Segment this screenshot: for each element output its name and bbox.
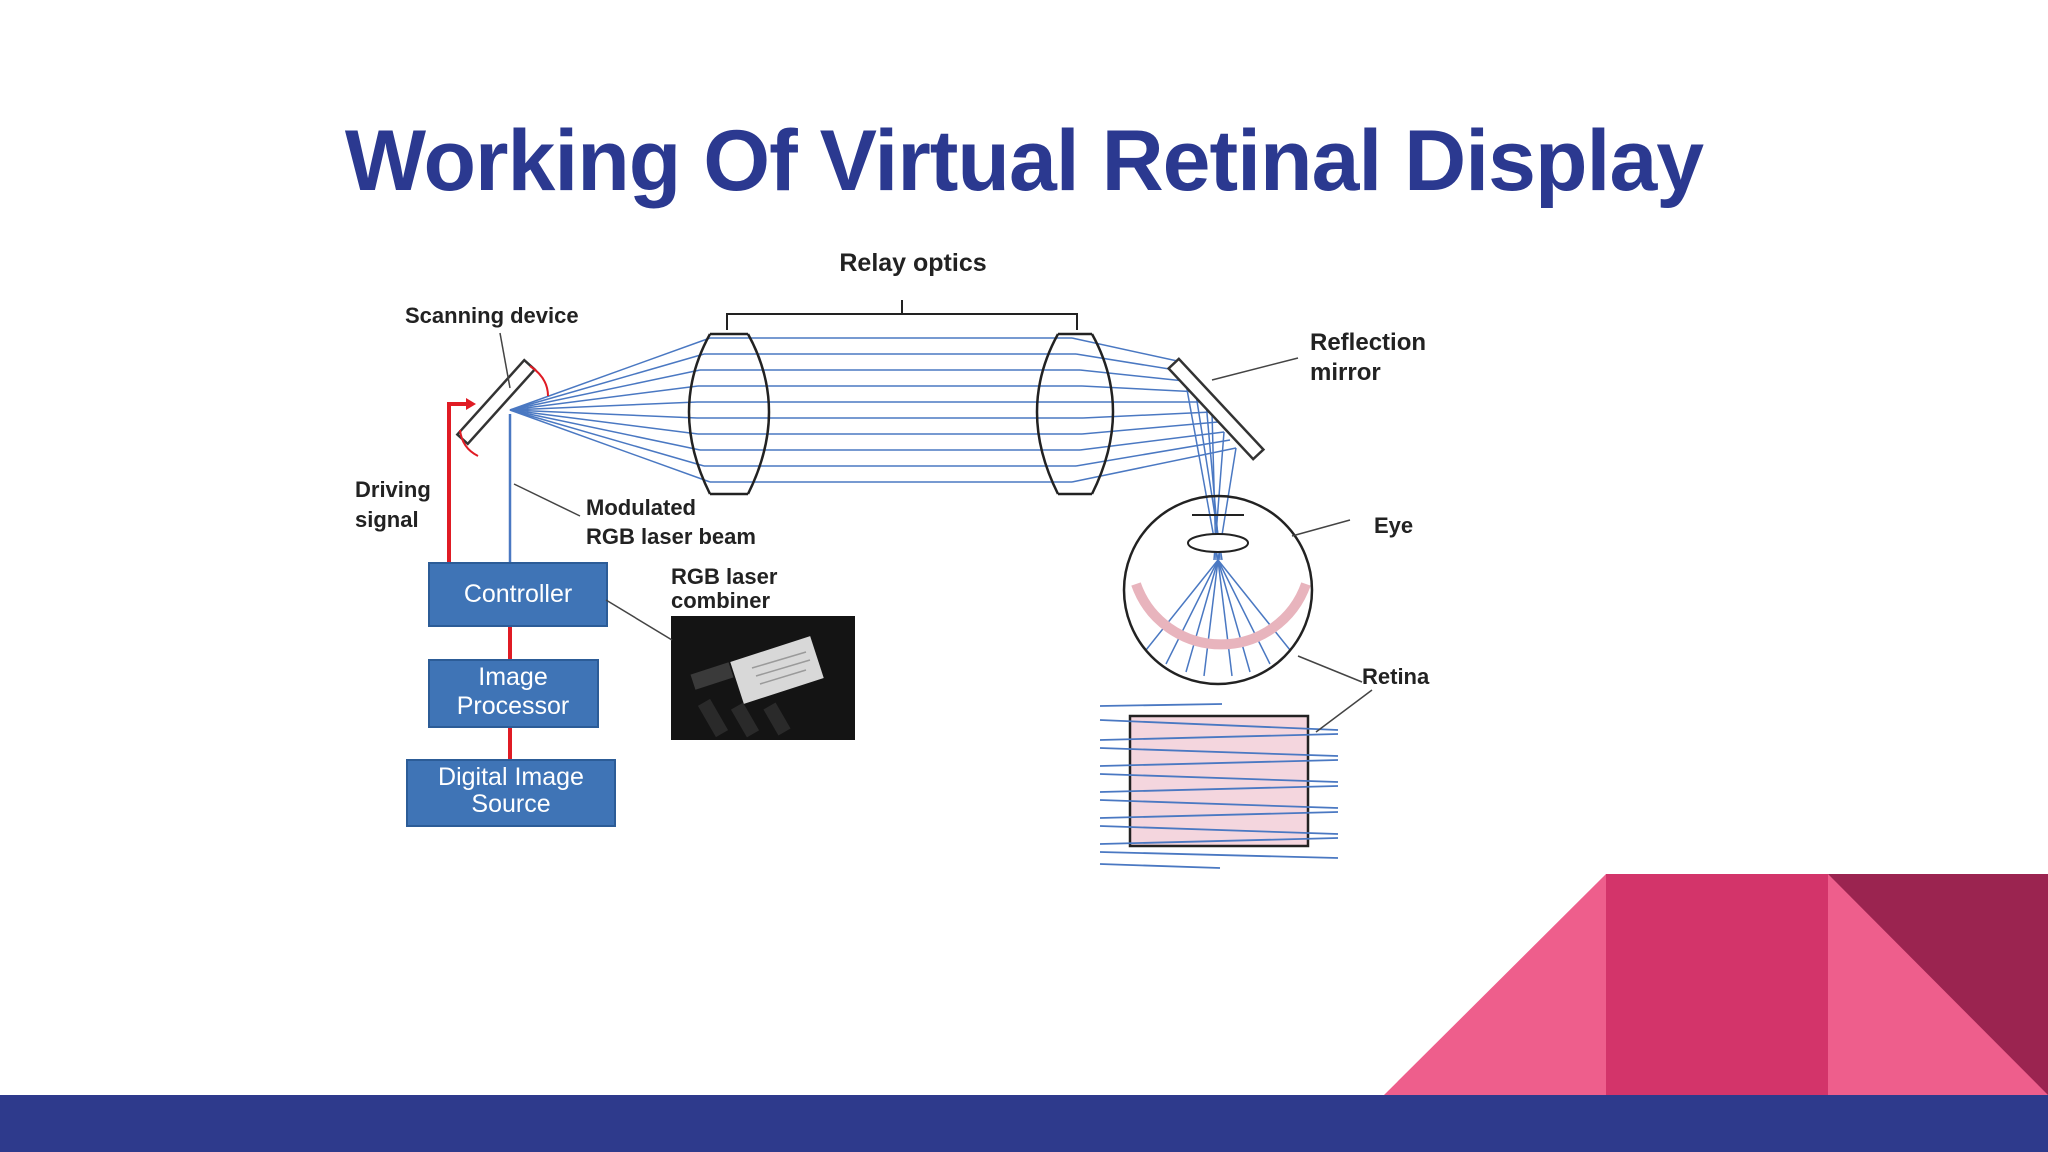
image-processor-box	[428, 659, 599, 728]
driving-signal-label-2: signal	[355, 507, 419, 532]
slide-title: Working Of Virtual Retinal Display	[344, 113, 1704, 209]
controller-label: Controller	[464, 580, 572, 608]
rgb-combiner-label-1: RGB laser	[671, 564, 778, 589]
reflection-mirror-label-2: mirror	[1310, 359, 1381, 386]
image-processor-label-1: Image	[478, 663, 547, 691]
scanning-device-label: Scanning device	[405, 303, 579, 328]
digital-source-label-1: Digital Image	[438, 763, 584, 791]
eye-graphic	[1122, 494, 1314, 686]
callout-lines	[499, 332, 1373, 733]
digital-source-label-2: Source	[471, 790, 550, 818]
signal-arrowhead	[466, 398, 476, 410]
relay-lens-right	[1035, 332, 1115, 496]
modulated-beam-label-1: Modulated	[586, 495, 696, 520]
deco-middle-block	[1606, 874, 1828, 1095]
driving-signal-label-1: Driving	[355, 477, 431, 502]
beam-fan-to-lens	[509, 337, 711, 483]
modulated-beam-label-2: RGB laser beam	[586, 524, 756, 549]
digital-source-box	[406, 759, 616, 827]
deco-right-triangle	[1828, 874, 2048, 1095]
retina-label: Retina	[1362, 664, 1430, 689]
reflection-mirror-label-1: Reflection	[1310, 329, 1426, 356]
image-processor-label-2: Processor	[457, 692, 570, 720]
eye-label: Eye	[1374, 513, 1413, 538]
reflection-mirror	[1166, 357, 1266, 461]
retina-raster	[1099, 703, 1339, 869]
rgb-combiner-image	[671, 616, 855, 740]
relay-lens-left	[687, 332, 771, 496]
relay-parallel-beams	[697, 337, 1083, 483]
beam-to-mirror	[1071, 337, 1237, 483]
deco-left-triangle	[1384, 874, 1606, 1095]
relay-optics-bracket	[726, 300, 1078, 330]
footer-bar	[0, 1095, 2048, 1152]
controller-box	[428, 562, 608, 627]
rgb-combiner-label-2: combiner	[671, 588, 770, 613]
scanning-mirror	[455, 358, 549, 457]
relay-optics-label: Relay optics	[839, 249, 986, 277]
